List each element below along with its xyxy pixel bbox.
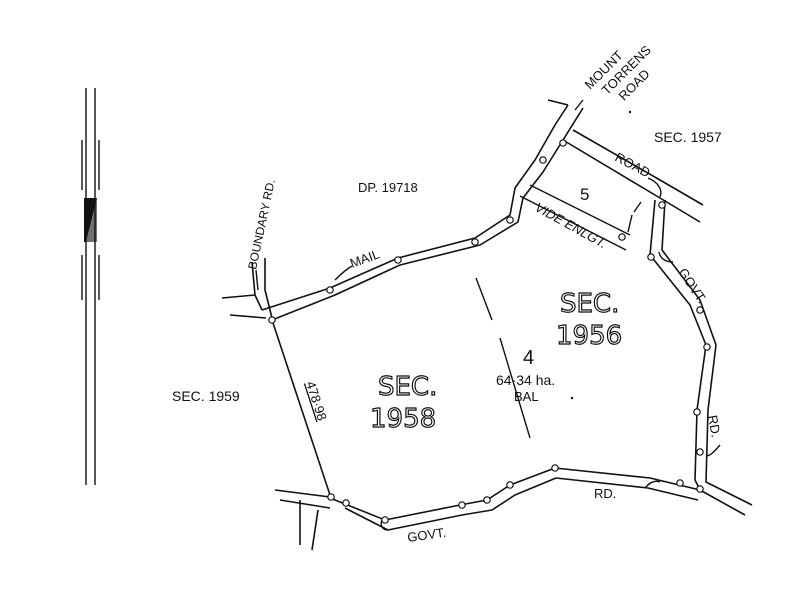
mount-torrens-road (261, 99, 584, 321)
govt-right-label: GOVT. (676, 265, 710, 306)
sec-1958-line2: 1958 (370, 404, 436, 434)
west-boundary (271, 319, 331, 496)
lot-division-line (475, 277, 531, 439)
sec-1958-line1: SEC. (378, 372, 437, 402)
lot-5-lines (519, 184, 642, 251)
area-label: 64·34 ha. (496, 372, 555, 388)
dot-marker (628, 110, 632, 114)
rd-bottom-label: RD. (594, 486, 616, 501)
lot-4-label: 4 (523, 347, 534, 369)
north-arrow-icon (81, 88, 100, 485)
sec-1956-line2: 1956 (556, 321, 622, 351)
sec-1958-label: SEC. 1958 (369, 371, 438, 434)
govt-bottom-label: GOVT. (406, 525, 447, 545)
govt-road-bottom (274, 467, 701, 551)
lot-5-label: 5 (580, 185, 589, 204)
top-road (562, 129, 704, 223)
vide-enlgt-label: VIDE ENLGT. (533, 200, 610, 252)
sec-1956-label: SEC. 1956 (555, 288, 622, 351)
sec-1959-label: SEC. 1959 (172, 388, 240, 404)
leader-arrows (255, 99, 721, 531)
survey-points (268, 139, 711, 524)
boundary-rd-lines (221, 258, 273, 319)
sec-1956-line1: SEC. (560, 289, 619, 319)
road-top-label: ROAD (613, 149, 653, 180)
rd-right-label: RD. (705, 414, 724, 439)
dimension-label: 478·98 (303, 379, 330, 422)
sec-1957-label: SEC. 1957 (654, 129, 722, 145)
dot-marker (570, 396, 574, 400)
bal-label: BAL (514, 389, 539, 404)
mount-torrens-road-label: MOUNT TORRENS ROAD (582, 42, 655, 103)
dp-label: DP. 19718 (358, 180, 418, 195)
boundary-rd-label: BOUNDARY RD. (245, 178, 278, 270)
govt-road-right (649, 199, 753, 516)
